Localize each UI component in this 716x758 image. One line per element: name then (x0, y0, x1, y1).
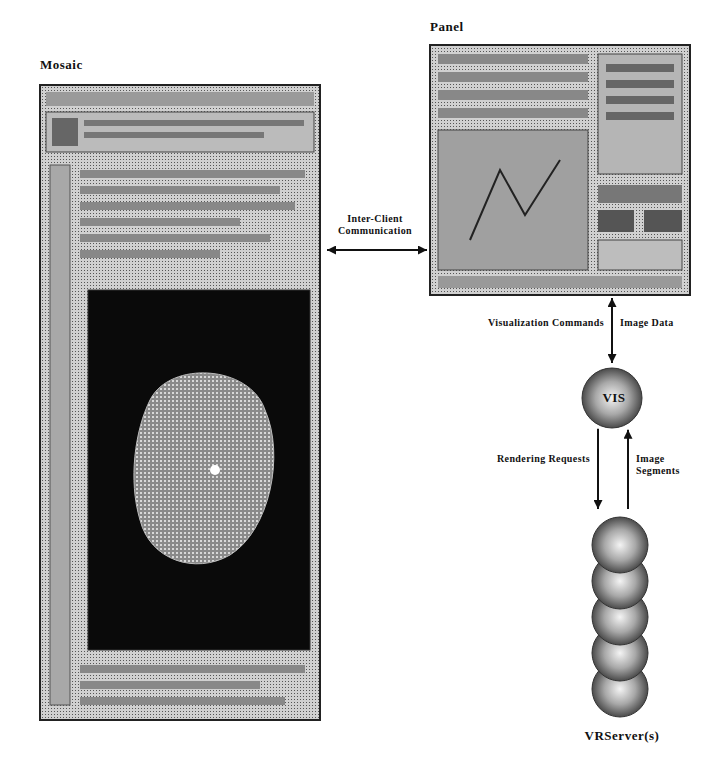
vis-node: VIS (582, 368, 646, 428)
node-label: VIS (582, 391, 646, 406)
node-heading: Mosaic (40, 58, 324, 73)
data-flow-arrow (611, 298, 613, 363)
data-flow-arrow (327, 249, 427, 251)
edge-label: Rendering Requests (470, 452, 592, 466)
flow-label: Image Data (618, 316, 710, 330)
panel-screenshot (430, 45, 690, 295)
data-flow-arrow (627, 430, 629, 509)
mosaic-screenshot (40, 85, 320, 720)
data-flow-arrow (597, 429, 599, 509)
node-heading: Panel (430, 20, 694, 35)
control-panel: Panel (430, 20, 694, 295)
server-group: VRServer(s) (560, 512, 684, 744)
edge-label: Inter-Client Communication (324, 212, 426, 238)
edge-label: Visualization Commands (478, 316, 606, 330)
server-stack (592, 517, 648, 717)
node-heading: VRServer(s) (560, 729, 684, 744)
browser-window: Mosaic (40, 58, 324, 720)
edge-label: Image Segments (634, 452, 712, 478)
